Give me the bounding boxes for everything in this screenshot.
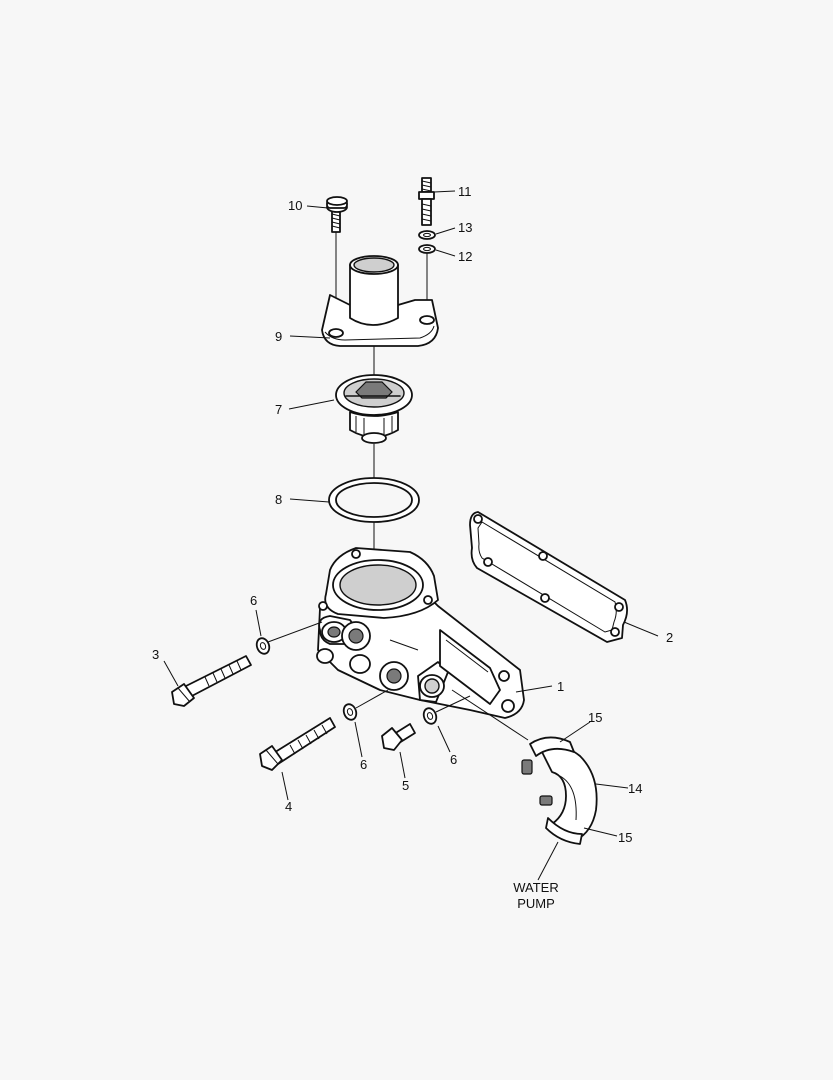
- water-pump-label-line1: WATER: [513, 880, 559, 895]
- callout-13: 13: [458, 220, 472, 235]
- callout-10: 10: [288, 198, 302, 213]
- part-6-washer-lower: [422, 707, 438, 725]
- callout-11: 11: [458, 184, 472, 199]
- leader-lines: [163, 190, 659, 881]
- water-pump-label-line2: PUMP: [517, 896, 555, 911]
- part-2-gasket: [469, 511, 628, 643]
- part-9-thermostat-cover: [321, 255, 439, 347]
- callout-9: 9: [275, 329, 282, 344]
- part-8-o-ring: [328, 477, 420, 523]
- callout-12: 12: [458, 249, 472, 264]
- callout-15-upper: 15: [588, 710, 602, 725]
- part-15-clamp-upper: [521, 736, 575, 775]
- part-7-thermostat: [335, 374, 413, 444]
- part-4-bolt: [259, 717, 336, 771]
- part-15-clamp-lower: [539, 795, 583, 845]
- callout-6-middle: 6: [360, 757, 367, 772]
- part-5-bolt: [381, 723, 416, 751]
- callout-6-upper: 6: [250, 593, 257, 608]
- center-line-4: [355, 689, 389, 709]
- callout-14: 14: [628, 781, 642, 796]
- center-line-hose: [451, 689, 529, 741]
- part-13-washer: [418, 230, 436, 240]
- part-12-washer: [418, 244, 436, 254]
- callout-8: 8: [275, 492, 282, 507]
- part-6-washer-middle: [342, 703, 358, 721]
- part-3-bolt: [171, 655, 252, 707]
- part-11-stud: [418, 177, 435, 226]
- center-line-3: [267, 621, 323, 643]
- part-1-thermostat-housing: [316, 547, 525, 719]
- callout-4: 4: [285, 799, 292, 814]
- callout-1: 1: [557, 679, 564, 694]
- part-10-bolt: [326, 196, 348, 233]
- callout-labels: 10 11 13 12 9 7 8 2 6 3 1 15 6 6 5 14 4 …: [152, 184, 673, 911]
- callout-7: 7: [275, 402, 282, 417]
- part-14-hose: [541, 746, 598, 841]
- callout-6-lower: 6: [450, 752, 457, 767]
- callout-15-lower: 15: [618, 830, 632, 845]
- callout-3: 3: [152, 647, 159, 662]
- callout-5: 5: [402, 778, 409, 793]
- part-6-washer-upper: [255, 637, 271, 655]
- callout-2: 2: [666, 630, 673, 645]
